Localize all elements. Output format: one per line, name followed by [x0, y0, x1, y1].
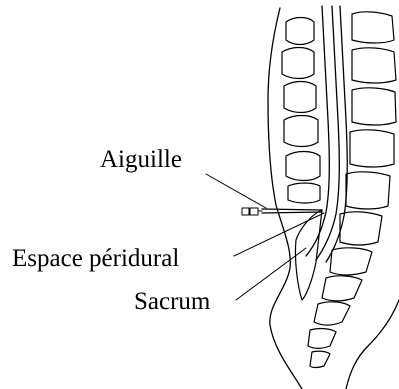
- spinous-process: [288, 183, 320, 203]
- sacral-segment: [314, 302, 350, 325]
- vertebral-body: [346, 172, 390, 209]
- vertebral-body: [352, 88, 396, 125]
- sacrum-bone: [308, 248, 372, 368]
- needle-label: Aiguille: [100, 146, 182, 173]
- spinous-process: [282, 48, 314, 79]
- front-body-contour: [346, 300, 399, 389]
- sacral-segment: [330, 248, 372, 275]
- vertebral-bodies: [340, 12, 396, 245]
- coccyx-segment: [310, 351, 330, 367]
- spinous-process: [286, 18, 314, 45]
- needle-shaft-bottom: [262, 212, 322, 213]
- sacrum-posterior-plate: [295, 210, 322, 300]
- spinous-process: [284, 82, 316, 113]
- coccyx-segment: [308, 329, 336, 349]
- epidural-needle: [242, 208, 322, 215]
- spinous-process: [286, 152, 320, 181]
- vertebral-body: [350, 130, 394, 167]
- vertebral-body: [352, 12, 394, 43]
- sacrum-label: Sacrum: [134, 288, 211, 315]
- vertebral-body: [340, 212, 382, 245]
- vertebral-body: [352, 48, 396, 83]
- sacral-segment: [322, 276, 362, 301]
- spinous-process: [284, 116, 318, 147]
- spinous-processes: [282, 18, 320, 204]
- needle-shaft-top: [262, 209, 322, 210]
- needle-leader-line: [206, 174, 266, 208]
- sacrum-leader-line: [236, 248, 306, 300]
- needle-hub: [250, 208, 258, 215]
- epidural-space-label: Espace péridural: [12, 245, 179, 272]
- needle-hub-cap: [242, 208, 249, 215]
